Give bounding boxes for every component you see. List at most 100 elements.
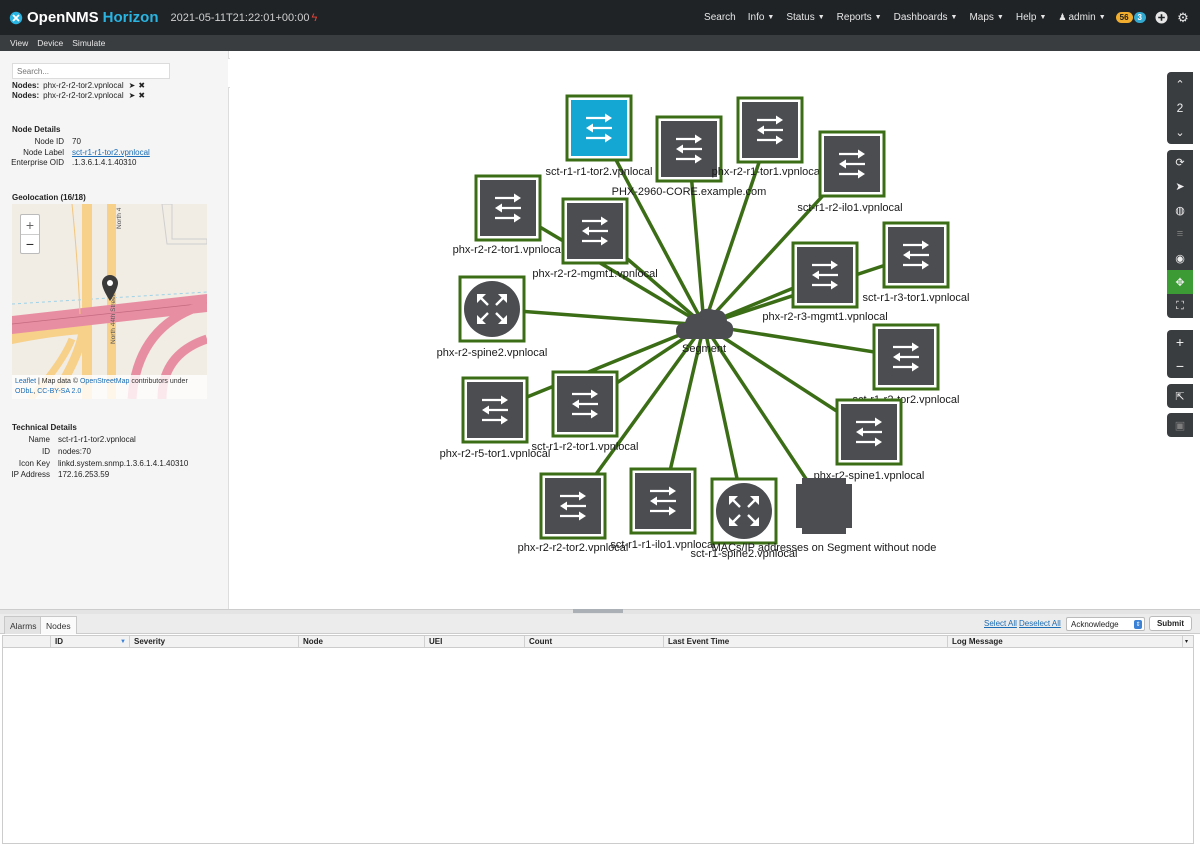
column-node[interactable]: Node <box>299 636 425 647</box>
topology-node[interactable]: phx-r2-r1-tor1.vpnlocal <box>712 96 823 178</box>
segment-cloud-icon[interactable] <box>676 308 734 339</box>
node-label: phx-r2-spine2.vpnlocal <box>437 347 548 359</box>
caret-down-icon: ▼ <box>767 14 775 21</box>
menu-device[interactable]: Device <box>37 38 64 48</box>
chevron-up-icon[interactable]: ⌃ <box>1175 78 1185 91</box>
osm-link[interactable]: OpenStreetMap <box>79 378 130 385</box>
logo-word: OpenNMS <box>27 9 99 26</box>
topology-node[interactable]: phx-r2-spine2.vpnlocal <box>437 275 548 359</box>
column-menu-icon[interactable]: ▾ <box>1185 639 1189 645</box>
topology-node[interactable]: phx-r2-r2-tor2.vpnlocal <box>518 472 629 554</box>
export-toolbar: ⇱ <box>1167 384 1193 408</box>
caret-down-icon: ▼ <box>1039 14 1047 21</box>
tab-nodes[interactable]: Nodes <box>40 616 77 634</box>
select-column[interactable] <box>3 636 51 647</box>
caret-down-icon: ▼ <box>950 14 958 21</box>
column-log-message[interactable]: Log Message <box>948 636 1183 647</box>
node-label-link[interactable]: sct-r1-r1-tor2.vpnlocal <box>72 148 150 157</box>
gears-icon[interactable]: ⚙ <box>1177 9 1189 25</box>
topology-link[interactable] <box>491 307 705 327</box>
location-arrow-icon[interactable]: ➤ <box>1175 180 1185 193</box>
map-zoom-in-button[interactable]: + <box>25 216 35 233</box>
map-zoom-out-button[interactable]: − <box>21 234 39 253</box>
topology-link[interactable] <box>494 323 705 412</box>
caret-down-icon: ▼ <box>1098 14 1106 21</box>
locate-icon[interactable]: ➤ <box>128 91 136 100</box>
search-input[interactable] <box>12 63 170 79</box>
topology-node[interactable]: phx-r2-r2-mgmt1.vpnlocal <box>532 197 658 280</box>
geolocation-map[interactable]: + − North 44th Street North 4 Leaflet | … <box>12 204 207 399</box>
tab-alarms[interactable]: Alarms <box>4 616 43 634</box>
topology-link[interactable] <box>703 323 907 359</box>
topology-node[interactable]: sct-r1-r3-tor1.vpnlocal <box>863 221 970 304</box>
map-marker-icon[interactable] <box>101 274 119 302</box>
topology-graph[interactable]: Segmentsct-r1-r1-tor2.vpnlocalPHX-2960-C… <box>230 51 1200 609</box>
nav-maps[interactable]: Maps▼ <box>963 0 1009 35</box>
zoom-out-icon[interactable]: − <box>1175 358 1185 374</box>
column-uei[interactable]: UEI <box>425 636 525 647</box>
router-icon <box>464 281 520 337</box>
nav-badges[interactable]: 56 3 <box>1112 0 1150 35</box>
locate-icon[interactable]: ➤ <box>128 81 136 90</box>
plus-circle-icon[interactable] <box>1150 0 1172 35</box>
zoom-in-icon[interactable]: + <box>1175 334 1185 350</box>
node-details-title: Node Details <box>12 125 61 134</box>
menu-simulate[interactable]: Simulate <box>72 38 106 48</box>
share-icon[interactable]: ⇱ <box>1175 390 1185 403</box>
topology-node[interactable]: MACs/IP addresses on Segment without nod… <box>712 478 937 554</box>
nav-search[interactable]: Search <box>704 12 736 23</box>
pan-move-icon[interactable]: ✥ <box>1167 270 1193 294</box>
caret-down-icon: ▼ <box>874 14 882 21</box>
topology-node[interactable]: phx-r2-r2-tor1.vpnlocal <box>453 174 564 256</box>
submit-button[interactable]: Submit <box>1149 616 1192 631</box>
topology-node[interactable]: PHX-2960-CORE.example.com <box>612 115 767 198</box>
leaflet-link[interactable]: Leaflet <box>15 378 37 385</box>
topology-node[interactable]: phx-r2-spine1.vpnlocal <box>814 398 925 482</box>
column-last-event-time[interactable]: Last Event Time <box>664 636 948 647</box>
focus-chip-value: phx-r2-r2-tor2.vpnlocal <box>43 81 124 90</box>
close-icon[interactable]: ✖ <box>138 81 146 90</box>
main-nav: Search Info▼ Status▼ Reports▼ Dashboards… <box>698 0 1200 35</box>
node-label: phx-r2-r2-tor2.vpnlocal <box>518 542 629 554</box>
topology-node[interactable]: sct-r1-r2-ilo1.vpnlocal <box>797 130 903 214</box>
fit-screen-icon[interactable]: ⛶ <box>1176 299 1184 312</box>
close-icon[interactable]: ✖ <box>138 91 146 100</box>
column-id[interactable]: ID ▼ <box>51 636 130 647</box>
column-count[interactable]: Count <box>525 636 664 647</box>
topology-node[interactable]: sct-r1-spine2.vpnlocal <box>691 477 798 560</box>
odbl-link[interactable]: ODbL <box>15 388 34 395</box>
nav-user[interactable]: ♟admin▼ <box>1052 0 1111 35</box>
topology-node[interactable]: phx-r2-r3-mgmt1.vpnlocal <box>762 241 888 323</box>
topology-node[interactable]: sct-r1-r1-tor2.vpnlocal <box>546 94 653 178</box>
select-all-link[interactable]: Select All <box>984 619 1017 628</box>
topology-link[interactable] <box>702 324 826 507</box>
column-severity[interactable]: Severity <box>130 636 299 647</box>
menu-view[interactable]: View <box>10 38 29 48</box>
deselect-all-link[interactable]: Deselect All <box>1019 619 1061 628</box>
nav-dashboards[interactable]: Dashboards▼ <box>888 0 964 35</box>
brand[interactable]: OpenNMS Horizon <box>9 9 159 26</box>
node-label: sct-r1-r2-ilo1.vpnlocal <box>797 202 902 214</box>
chevron-down-icon[interactable]: ⌄ <box>1175 126 1185 139</box>
topology-node[interactable]: sct-r1-r2-tor1.vpnlocal <box>532 370 639 453</box>
globe-icon[interactable]: ◍ <box>1175 204 1185 217</box>
nav-help[interactable]: Help▼ <box>1010 0 1053 35</box>
view-toolbar: ⟳ ➤ ◍ ≡ ◉ ✥ ⛶ <box>1167 150 1193 318</box>
eye-icon[interactable]: ◉ <box>1175 252 1185 265</box>
resize-handle[interactable] <box>573 609 623 613</box>
save-toolbar: ▣ <box>1167 413 1193 437</box>
cc-by-sa-link[interactable]: CC-BY-SA 2.0 <box>37 388 82 395</box>
user-icon: ♟ <box>1058 12 1067 22</box>
refresh-icon[interactable]: ⟳ <box>1175 156 1185 169</box>
list-icon[interactable]: ≡ <box>1176 228 1184 240</box>
nav-maps-label: Maps <box>969 12 994 23</box>
action-select[interactable]: Acknowledge ⇕ <box>1066 617 1145 631</box>
nav-status[interactable]: Status▼ <box>780 0 830 35</box>
topology-node[interactable]: phx-r2-r5-tor1.vpnlocal <box>440 376 551 460</box>
save-icon[interactable]: ▣ <box>1174 419 1186 432</box>
topology-node[interactable]: sct-r1-r1-ilo1.vpnlocal <box>610 467 716 551</box>
nav-reports[interactable]: Reports▼ <box>831 0 888 35</box>
nav-info[interactable]: Info▼ <box>742 0 781 35</box>
topology-node[interactable]: sct-r1-r2-tor2.vpnlocal <box>853 323 960 406</box>
